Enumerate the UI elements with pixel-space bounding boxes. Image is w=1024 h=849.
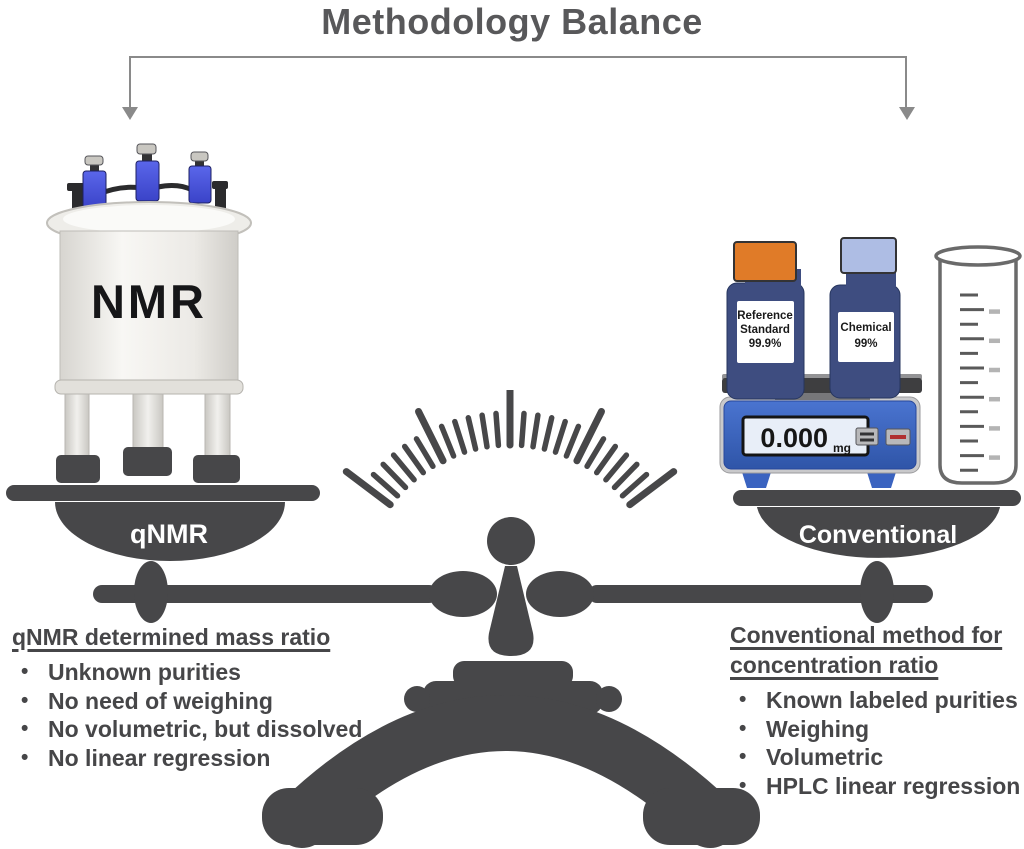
balance-scale-graphic: qNMR Conventional xyxy=(6,390,1021,848)
left-hanger-knob xyxy=(134,561,168,623)
vial-label xyxy=(838,312,894,362)
left-pan-bar xyxy=(6,485,320,501)
right-pan-bowl xyxy=(757,507,1000,558)
vial-label xyxy=(737,301,794,363)
vial-label-line1: Reference xyxy=(737,310,793,322)
display-value: 0.000 xyxy=(760,423,828,453)
left-bolt-cap xyxy=(84,155,104,166)
pedestal-top-step xyxy=(453,661,573,687)
nmr-top-fittings xyxy=(67,143,228,217)
left-stem xyxy=(90,162,99,174)
mid-bolt-cap xyxy=(136,143,157,155)
mid-stem xyxy=(142,149,152,164)
left-leg-foot xyxy=(56,455,100,483)
right-stem xyxy=(195,156,204,169)
left-foot xyxy=(262,788,383,845)
list-item: HPLC linear regression xyxy=(730,772,1024,801)
right-post xyxy=(215,187,226,215)
list-item: No volumetric, but dissolved xyxy=(12,715,442,744)
right-leg xyxy=(204,393,231,461)
cylinder-rim xyxy=(934,245,1022,267)
dial-ticks-icon xyxy=(342,390,678,509)
scale-right-foot xyxy=(866,469,897,488)
conventional-equipment-graphic: 0.000 mg Reference Standard 99.9% xyxy=(719,237,1022,488)
chemical-vial: Chemical 99% xyxy=(829,237,901,399)
vial-label-line1: Chemical xyxy=(840,322,891,334)
tare-button xyxy=(885,428,911,446)
cylinder-wall xyxy=(938,259,1018,485)
list-item: Known labeled purities xyxy=(730,686,1024,715)
vial-label-line2: 99% xyxy=(854,338,877,350)
pedestal-right-bump xyxy=(596,686,622,712)
list-item: Unknown purities xyxy=(12,658,442,687)
on-off-button xyxy=(855,427,879,446)
heading-line2: concentration ratio xyxy=(730,652,939,678)
cylinder-body xyxy=(59,230,239,384)
right-pan-label: Conventional xyxy=(799,521,957,549)
cylinder-graduation-ticks xyxy=(960,293,1000,472)
right-pan-bar xyxy=(733,490,1021,506)
conventional-bullet-list: Known labeled purities Weighing Volumetr… xyxy=(730,686,1024,800)
qnmr-bullet-list: Unknown purities No need of weighing No … xyxy=(12,658,442,772)
right-port xyxy=(188,165,212,204)
right-hanger-knob xyxy=(860,561,894,623)
cylinder-flange xyxy=(54,379,244,395)
left-leg xyxy=(64,393,90,461)
scale-neck xyxy=(775,390,870,400)
lid-inner xyxy=(63,205,235,233)
qnmr-panel-heading: qNMR determined mass ratio xyxy=(12,624,331,650)
figure-title: Methodology Balance xyxy=(321,1,703,42)
left-pan-bowl xyxy=(55,502,285,561)
list-item: Weighing xyxy=(730,715,1024,744)
orange-cap xyxy=(733,241,797,282)
nmr-vessel: NMR xyxy=(46,201,252,395)
arrow-down-right-icon xyxy=(899,107,915,120)
bracket-line xyxy=(129,56,907,110)
mid-leg-foot xyxy=(123,447,172,476)
balance-body xyxy=(6,485,1021,848)
graduated-cylinder xyxy=(934,245,1022,485)
heading-line1: Conventional method for xyxy=(730,622,1003,648)
left-pan-label: qNMR xyxy=(130,519,208,549)
list-item: No need of weighing xyxy=(12,687,442,716)
beam-left xyxy=(93,585,438,603)
mid-leg xyxy=(132,393,164,453)
lightblue-cap xyxy=(840,237,897,274)
vial-label-line2: Standard xyxy=(740,324,790,336)
base-arch xyxy=(274,695,738,848)
conventional-method-panel: Conventional method for concentration ra… xyxy=(730,620,1024,800)
pivot-circle xyxy=(487,517,535,565)
beam-right xyxy=(588,585,933,603)
pointer-needle xyxy=(488,566,534,656)
nmr-legs xyxy=(56,393,240,483)
left-port xyxy=(82,170,107,209)
left-post xyxy=(72,189,83,217)
right-bolt-cap xyxy=(190,151,209,162)
arrow-down-left-icon xyxy=(122,107,138,120)
mid-port xyxy=(135,160,160,202)
right-foot xyxy=(643,788,760,845)
right-leg-foot xyxy=(193,455,240,483)
display-unit: mg xyxy=(833,441,851,455)
beam-right-paddle xyxy=(526,571,594,617)
scale-left-foot xyxy=(741,469,772,488)
conventional-panel-heading: Conventional method for concentration ra… xyxy=(730,620,1024,680)
list-item: No linear regression xyxy=(12,744,442,773)
reference-standard-vial: Reference Standard 99.9% xyxy=(726,241,805,400)
qnmr-method-panel: qNMR determined mass ratio Unknown purit… xyxy=(12,622,442,772)
beam-left-paddle xyxy=(429,571,497,617)
list-item: Volumetric xyxy=(730,743,1024,772)
nmr-spectrometer-graphic: NMR xyxy=(46,143,252,483)
nmr-label: NMR xyxy=(91,275,207,328)
vial-label-line3: 99.9% xyxy=(749,338,782,350)
